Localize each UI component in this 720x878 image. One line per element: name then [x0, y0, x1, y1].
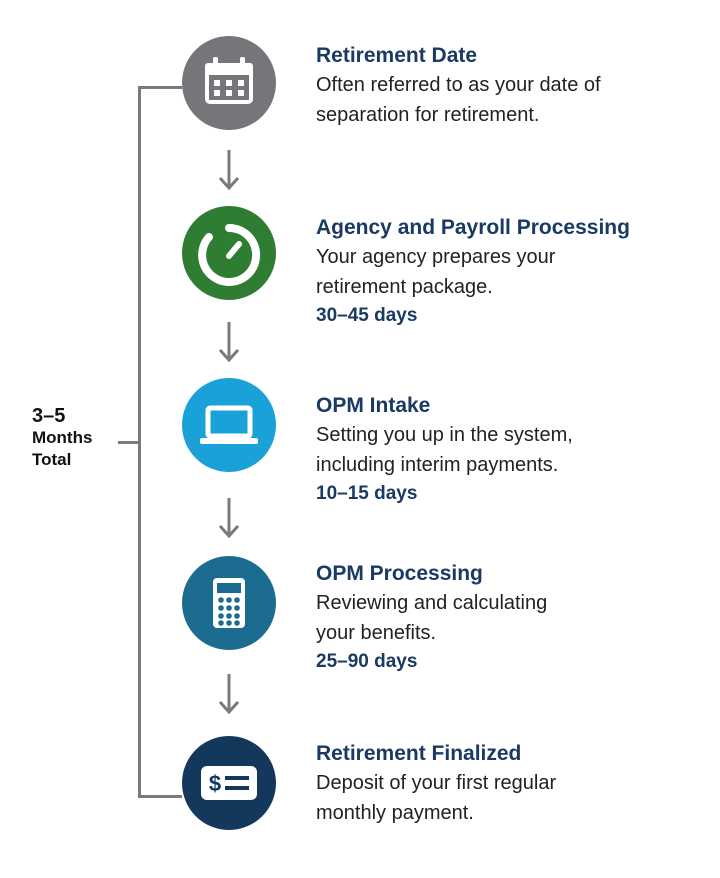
step-1-text: Retirement Date Often referred to as you… [316, 42, 706, 130]
bracket-tick [118, 441, 139, 444]
step-1-title: Retirement Date [316, 44, 478, 67]
step-2-circle [182, 206, 276, 300]
step-2-desc-line-2: retirement package. [316, 276, 493, 298]
calendar-icon [205, 57, 253, 104]
arrow-down-icon [217, 150, 241, 192]
arrow-down-icon [217, 498, 241, 540]
step-4-desc-line-1: Reviewing and calculating [316, 592, 548, 614]
total-duration-label: 3–5 Months Total [32, 405, 118, 471]
step-4-title: OPM Processing [316, 562, 483, 585]
step-5-circle: $ [182, 736, 276, 830]
calculator-icon [213, 578, 245, 628]
step-3-circle [182, 378, 276, 472]
step-5-title: Retirement Finalized [316, 742, 522, 765]
step-2-text: Agency and Payroll Processing Your agenc… [316, 214, 706, 330]
svg-text:$: $ [209, 771, 221, 796]
timeline-bracket [138, 86, 182, 798]
total-unit: Months [32, 428, 93, 447]
step-5-desc-line-2: monthly payment. [316, 802, 474, 824]
step-4-duration: 25–90 days [316, 651, 418, 672]
arrow-down-icon [217, 674, 241, 716]
step-1-circle [182, 36, 276, 130]
step-4-text: OPM Processing Reviewing and calculating… [316, 560, 706, 676]
step-3-desc-line-1: Setting you up in the system, [316, 424, 573, 446]
timer-icon [198, 223, 261, 286]
step-5-desc-line-1: Deposit of your first regular [316, 772, 557, 794]
arrow-down-icon [217, 322, 241, 364]
step-5-text: Retirement Finalized Deposit of your fir… [316, 740, 706, 828]
step-3-title: OPM Intake [316, 394, 431, 417]
step-2-desc-line-1: Your agency prepares your [316, 246, 556, 268]
step-2-duration: 30–45 days [316, 305, 418, 326]
total-range: 3–5 [32, 405, 66, 427]
step-4-circle [182, 556, 276, 650]
step-1-desc-line-1: Often referred to as your date of [316, 74, 601, 96]
total-suffix: Total [32, 450, 72, 469]
step-1-desc-line-2: separation for retirement. [316, 104, 540, 126]
payment-icon: $ [201, 766, 257, 800]
step-4-desc-line-2: your benefits. [316, 622, 437, 644]
step-3-duration: 10–15 days [316, 483, 418, 504]
step-3-text: OPM Intake Setting you up in the system,… [316, 392, 706, 508]
laptop-icon [200, 405, 258, 444]
step-3-desc-line-2: including interim payments. [316, 454, 559, 476]
step-2-title: Agency and Payroll Processing [316, 216, 630, 239]
